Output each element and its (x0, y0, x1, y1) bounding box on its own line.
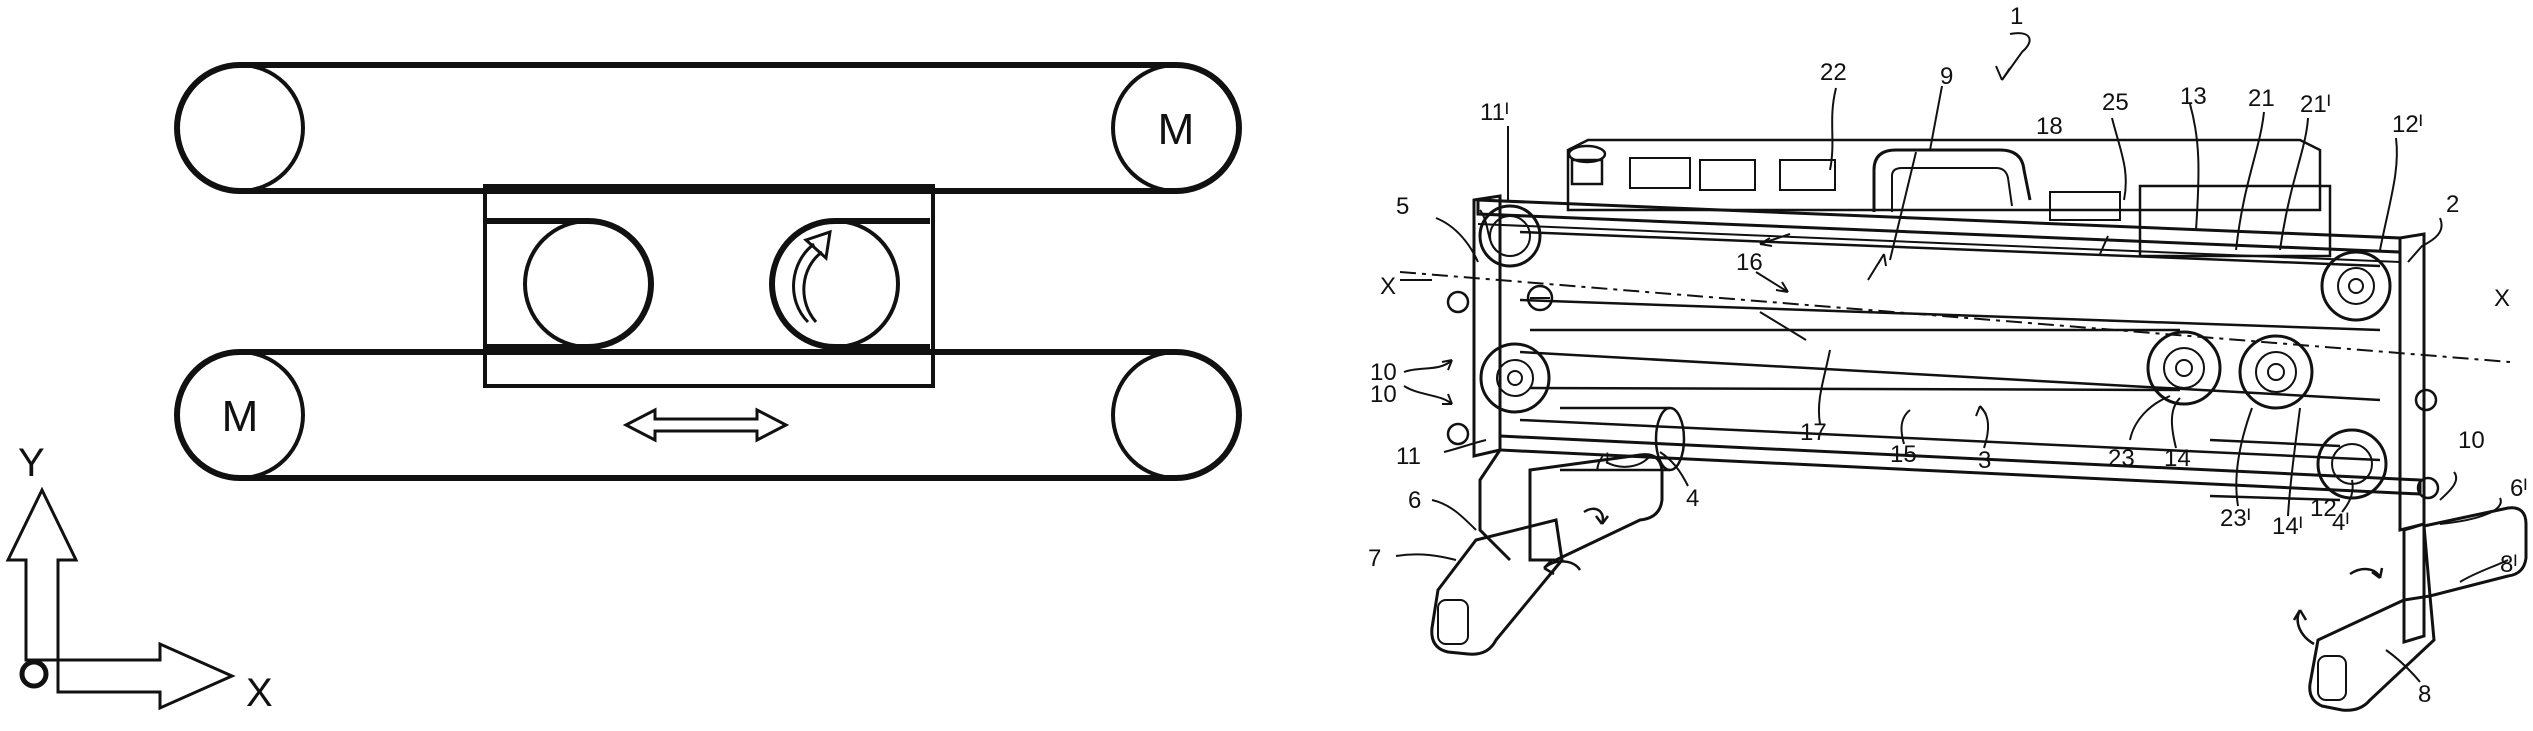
label-8: 8 (2418, 681, 2431, 708)
label-10a: 10 (1370, 359, 1397, 386)
knob-10-lower-left (1446, 422, 1470, 446)
belt-schematic: M M (174, 62, 1242, 481)
label-11: 11 (1396, 443, 1421, 470)
label-25: 25 (2102, 89, 2129, 116)
double-arrow-icon (622, 407, 790, 443)
rotation-arrow-foot-8p (2349, 567, 2384, 579)
carriage-frame (483, 184, 935, 388)
label-12p: 12ᴵ (2392, 111, 2423, 138)
lower-belt (1519, 350, 2381, 462)
motor-label-top: M (1158, 105, 1195, 154)
label-15: 15 (1890, 441, 1917, 468)
carry-handle (1872, 148, 2032, 212)
pulley-11-upper (1478, 204, 1542, 268)
label-21: 21 (2248, 85, 2275, 112)
y-axis-arrow-icon (5, 486, 79, 662)
machine-drawing: 1 9 22 18 25 13 21 21ᴵ 12ᴵ 2 11ᴵ 5 X X 1… (1368, 3, 2528, 712)
pulley-12-lower (2316, 428, 2388, 500)
label-16: 16 (1736, 249, 1763, 276)
leader-lines (1395, 32, 2509, 683)
label-3: 3 (1978, 447, 1991, 474)
rotation-arrow-foot-7p (1583, 507, 1609, 525)
drive-pulley-14p (2238, 334, 2314, 410)
rear-housing (1566, 138, 2322, 212)
label-10b: 10 (1370, 381, 1397, 408)
circuit-board-4 (2049, 191, 2121, 221)
pulley-12-upper (2320, 250, 2392, 322)
label-7: 7 (1368, 545, 1381, 572)
bottom-belt (174, 349, 1242, 481)
cylinder-4p (2209, 438, 2341, 502)
label-9: 9 (1940, 63, 1953, 90)
label-xl: X (1380, 273, 1396, 300)
foot-8p (2422, 506, 2528, 598)
label-11p: 11ᴵ (1480, 99, 1509, 126)
axis-x-label: X (246, 671, 273, 715)
carriage-idler-roller (523, 219, 653, 349)
emergency-stop-button (1567, 144, 1607, 164)
cylinder-4 (1560, 406, 1670, 472)
label-17: 17 (1800, 419, 1827, 446)
bottom-left-motor-pulley (175, 350, 305, 480)
left-frame-plate (1472, 194, 1502, 458)
rotation-arrow-foot-8 (2292, 609, 2315, 646)
bottom-right-pulley (1111, 350, 1241, 480)
axis-indicator: Y X (5, 441, 273, 715)
label-14: 14 (2164, 445, 2191, 472)
label-1: 1 (2010, 3, 2023, 30)
foot-7p (1528, 453, 1664, 562)
roller-cylinder (1529, 328, 2181, 392)
carriage-driven-roller (770, 219, 900, 349)
pulley-11-lower (1479, 342, 1551, 414)
inner-top-belt-loop (485, 218, 654, 350)
label-18: 18 (2036, 113, 2063, 140)
circuit-board-2 (1699, 159, 1756, 191)
top-belt (174, 62, 1242, 194)
axis-origin (19, 659, 49, 689)
right-leg (2402, 521, 2426, 645)
top-left-pulley (175, 63, 305, 193)
label-6: 6 (1408, 487, 1421, 514)
label-2: 2 (2446, 191, 2459, 218)
machine-x-axis (1399, 271, 2511, 363)
label-5: 5 (1396, 193, 1409, 220)
x-axis-arrow-icon (56, 641, 236, 711)
label-12: 12 (2310, 495, 2337, 522)
left-pivot-arm (1478, 449, 1512, 562)
label-14p: 14ᴵ (2272, 513, 2303, 540)
knob-10-upper-left (1446, 290, 1470, 314)
label-10c: 10 (2458, 427, 2485, 454)
label-23: 23 (2108, 445, 2135, 472)
circuit-board-1 (1629, 157, 1691, 189)
top-rail (1476, 198, 2402, 254)
rotation-arrow-icon (792, 229, 832, 324)
foot-8 (2308, 594, 2436, 712)
label-13: 13 (2180, 83, 2207, 110)
rotation-arrow-foot-7 (1543, 559, 1582, 576)
knob-10-right (2414, 388, 2438, 412)
label-23p: 23ᴵ (2220, 505, 2251, 532)
drive-pulley-14 (2146, 330, 2222, 406)
top-right-motor-pulley (1111, 63, 1241, 193)
knob-10-right-lower (2416, 476, 2440, 500)
label-21p: 21ᴵ (2300, 91, 2331, 118)
foot-7 (1430, 518, 1564, 656)
reference-numerals: 1 9 22 18 25 13 21 21ᴵ 12ᴵ 2 11ᴵ 5 X X 1… (1368, 3, 2527, 708)
motor-label-bottom: M (222, 392, 259, 441)
circuit-board-3 (1779, 159, 1836, 191)
label-7p: 7ᴵ (1592, 449, 1609, 476)
upper-belt (1519, 230, 2381, 332)
label-6p: 6ᴵ (2510, 475, 2527, 502)
knob-5 (1526, 284, 1554, 312)
label-4p: 4ᴵ (2332, 509, 2349, 536)
label-22: 22 (1820, 59, 1847, 86)
emergency-stop-base (1570, 158, 1604, 186)
label-8p: 8ᴵ (2500, 551, 2517, 578)
label-xr: X (2494, 285, 2510, 312)
inner-bottom-belt-loop (769, 218, 930, 350)
label-4: 4 (1686, 485, 1699, 512)
axis-y-label: Y (18, 441, 45, 485)
